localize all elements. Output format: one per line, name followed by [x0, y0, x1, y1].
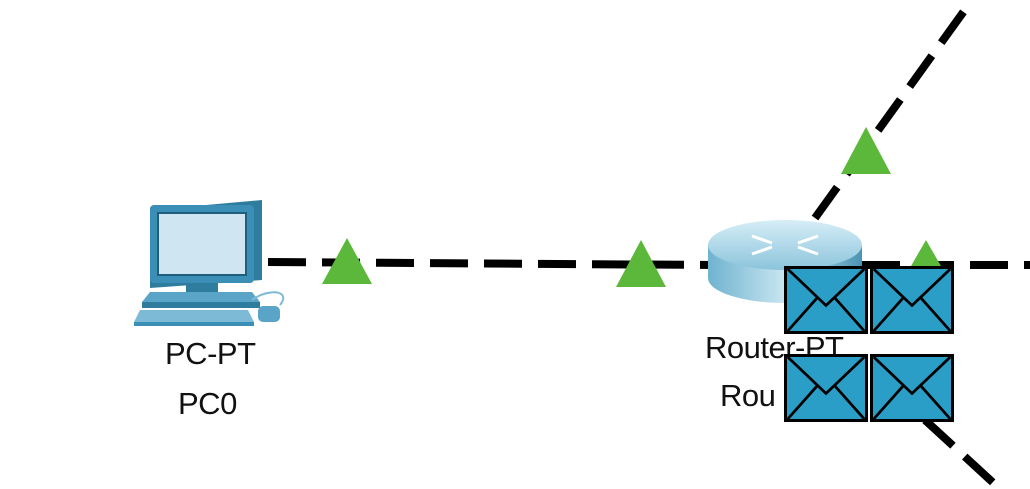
envelope-icon[interactable]: [784, 266, 868, 334]
pc0-name-label: PC0: [178, 386, 237, 421]
envelope-icon[interactable]: [784, 354, 868, 422]
link-status-up-icon: [841, 127, 891, 174]
link-status-up-icon: [616, 240, 666, 287]
link-router0-northeast[interactable]: [811, 0, 976, 221]
envelope-icon[interactable]: [870, 266, 954, 334]
desktop-pc-icon[interactable]: [134, 200, 284, 326]
link-status-up-icon: [322, 238, 372, 284]
link-status-up-icon: [911, 240, 941, 266]
pc0-model-label: PC-PT: [165, 336, 256, 371]
envelope-icon[interactable]: [870, 354, 954, 422]
link-router0-southeast[interactable]: [922, 417, 1003, 489]
router0-name-label: Rou: [720, 378, 776, 413]
